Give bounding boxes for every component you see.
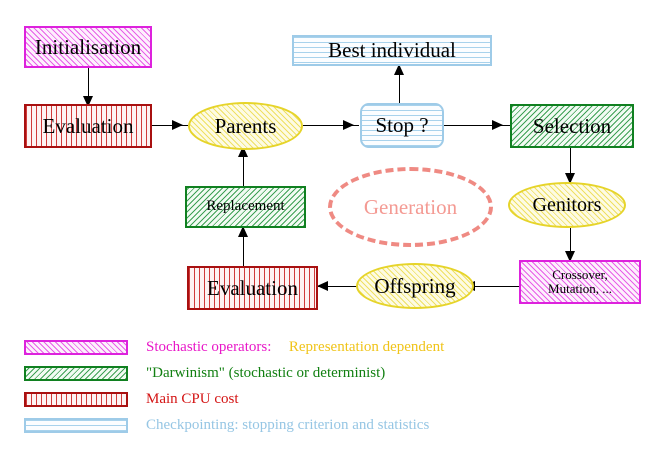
- legend-label-representation-dependent: Representation dependent: [288, 339, 445, 355]
- legend-row-checkpointing: Checkpointing: stopping criterion and st…: [0, 417, 662, 444]
- connector-parents-to-stop: [303, 125, 359, 126]
- connector-stop-to-best-individual: [399, 66, 400, 106]
- node-initialisation[interactable]: Initialisation: [24, 26, 152, 68]
- legend: Stochastic operators: Representation dep…: [0, 339, 662, 444]
- node-parents[interactable]: Parents: [188, 102, 303, 150]
- node-stop-label: Stop ?: [375, 113, 429, 138]
- legend-swatch-red-vertical-hatch: [24, 392, 128, 407]
- connector-selection-to-genitors: [570, 148, 571, 182]
- connector-crossover-to-offspring: [465, 286, 520, 287]
- legend-text-stochastic: Stochastic operators: Representation dep…: [146, 339, 444, 356]
- node-evaluation-top[interactable]: Evaluation: [24, 104, 152, 148]
- arrowhead-up-replacement: [238, 226, 248, 237]
- arrowhead-down-crossover: [565, 251, 575, 262]
- arrowhead-left-evaluation: [317, 281, 328, 291]
- legend-label-checkpointing: Checkpointing: stopping criterion and st…: [146, 417, 430, 433]
- node-selection-label: Selection: [532, 113, 612, 138]
- arrowhead-right-parents: [172, 120, 183, 130]
- legend-row-darwinism: "Darwinism" (stochastic or determinist): [0, 365, 662, 392]
- node-initialisation-label: Initialisation: [34, 34, 142, 59]
- legend-label-darwinism: "Darwinism" (stochastic or determinist): [146, 365, 386, 381]
- node-genitors[interactable]: Genitors: [508, 182, 626, 228]
- arrowhead-up-parents: [238, 146, 248, 157]
- node-best-individual-label: Best individual: [328, 38, 456, 63]
- connector-genitors-to-crossover: [570, 228, 571, 260]
- arrowhead-up-best-individual: [394, 64, 404, 75]
- legend-row-cpu-cost: Main CPU cost: [0, 391, 662, 418]
- connector-evaluation-to-parents: [152, 125, 188, 126]
- legend-label-stochastic-operators: Stochastic operators:: [146, 339, 272, 355]
- arrowhead-right-stop: [343, 120, 354, 130]
- node-genitors-label: Genitors: [532, 193, 602, 216]
- node-evaluation-bottom[interactable]: Evaluation: [187, 266, 318, 310]
- legend-swatch-magenta-diagonal-hatch: [24, 340, 128, 355]
- node-generation: Generation: [328, 167, 493, 247]
- node-replacement-label: Replacement: [206, 198, 285, 215]
- legend-swatch-green-diagonal-hatch: [24, 366, 128, 381]
- node-offspring-label: Offspring: [374, 273, 456, 298]
- legend-label-main-cpu-cost: Main CPU cost: [146, 391, 239, 407]
- connector-initialisation-to-evaluation: [88, 68, 89, 102]
- node-generation-label: Generation: [363, 194, 458, 219]
- arrowhead-down-genitors: [565, 173, 575, 184]
- connector-offspring-to-evaluation: [318, 286, 366, 287]
- node-replacement[interactable]: Replacement: [185, 186, 306, 228]
- node-parents-label: Parents: [214, 113, 277, 138]
- node-crossover-line1: Crossover,: [552, 267, 608, 283]
- node-stop[interactable]: Stop ?: [360, 103, 444, 148]
- node-crossover-mutation[interactable]: Crossover, Mutation, ...: [519, 260, 641, 304]
- node-evaluation-top-label: Evaluation: [42, 113, 134, 138]
- connector-evaluation-to-replacement: [243, 228, 244, 266]
- node-offspring[interactable]: Offspring: [356, 263, 474, 309]
- node-selection[interactable]: Selection: [510, 104, 634, 148]
- node-crossover-line2: Mutation, ...: [548, 281, 612, 296]
- arrowhead-right-selection: [492, 120, 503, 130]
- arrowhead-down-initialisation: [83, 96, 93, 107]
- node-evaluation-bottom-label: Evaluation: [207, 275, 298, 300]
- legend-swatch-blue-horizontal-hatch: [24, 418, 128, 433]
- connector-replacement-to-parents: [243, 148, 244, 186]
- legend-row-stochastic: Stochastic operators: Representation dep…: [0, 339, 662, 366]
- node-best-individual[interactable]: Best individual: [292, 35, 492, 66]
- connector-stop-to-selection: [443, 125, 511, 126]
